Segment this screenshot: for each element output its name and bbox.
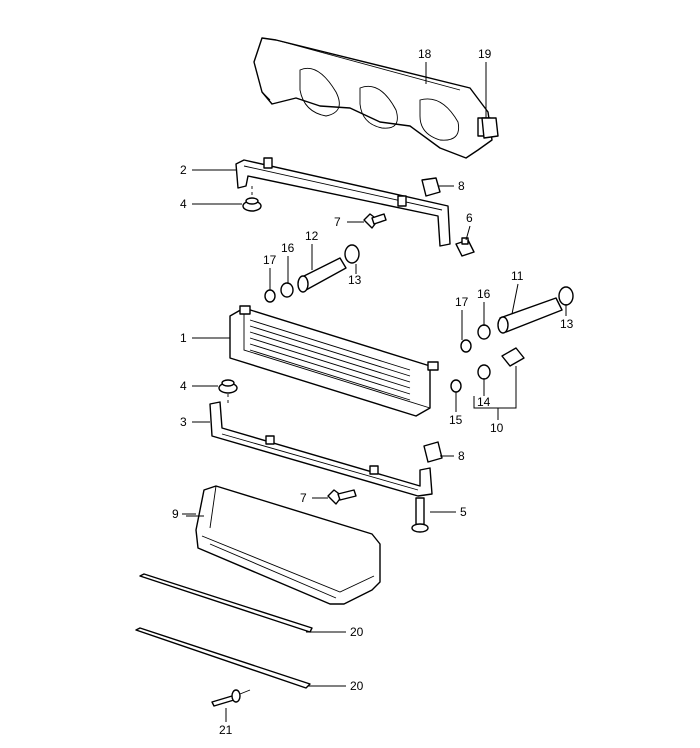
callout-17-upper: 17 (263, 253, 277, 267)
callout-16-right: 16 (477, 287, 491, 301)
callout-4-upper: 4 (180, 197, 187, 211)
part-4-rubber-lower (218, 379, 238, 394)
part-9-air-duct (195, 485, 381, 605)
callout-16-upper: 16 (281, 241, 295, 255)
part-8-clip-upper (421, 177, 441, 197)
callout-6: 6 (466, 211, 473, 225)
part-16-seal-right (477, 324, 491, 340)
callout-11: 11 (511, 269, 524, 283)
callout-7-upper: 7 (334, 215, 341, 229)
callout-7-lower: 7 (300, 491, 307, 505)
leader-lines (182, 62, 567, 722)
part-1-cooler (229, 305, 439, 417)
part-6-nut-clip (455, 237, 475, 257)
part-19-clip (481, 117, 499, 139)
part-16-seal-upper (280, 282, 294, 298)
part-13-clamp-upper (344, 244, 360, 264)
part-20-strip-upper (139, 573, 313, 633)
callout-5: 5 (460, 505, 467, 519)
callout-14: 14 (477, 395, 491, 409)
callout-17-right: 17 (455, 295, 469, 309)
callout-9: 9 (172, 507, 179, 521)
part-17-oring-right (460, 339, 472, 353)
callout-15: 15 (449, 413, 463, 427)
callout-18: 18 (418, 47, 432, 61)
part-8-clip-lower (423, 441, 443, 463)
part-7-bolt-lower (327, 489, 357, 505)
part-17-oring-upper (264, 289, 276, 303)
callout-13-upper: 13 (348, 273, 362, 287)
part-11-hose-right (497, 297, 563, 334)
part-20-strip-lower (135, 627, 311, 689)
callout-4-lower: 4 (180, 379, 187, 393)
callout-8-upper: 8 (458, 179, 465, 193)
callout-10: 10 (490, 421, 504, 435)
callout-20-upper: 20 (350, 625, 364, 639)
part-21-rivet (211, 689, 251, 707)
callout-2: 2 (180, 163, 187, 177)
part-2-upper-bracket (235, 157, 451, 247)
part-13-clamp-right (558, 286, 574, 306)
callout-21: 21 (219, 723, 233, 737)
part-14-fitting (477, 347, 525, 380)
callout-20-lower: 20 (350, 679, 364, 693)
part-18-air-shroud (253, 37, 493, 159)
part-4-nut-upper (242, 197, 262, 212)
callout-labels: 2 4 1 4 3 9 7 5 8 8 7 6 18 19 17 16 12 1… (172, 47, 574, 737)
part-7-bolt-upper (363, 213, 387, 229)
callout-13-right: 13 (560, 317, 574, 331)
callout-1: 1 (180, 331, 187, 345)
part-12-hose-upper (297, 257, 347, 293)
callout-3: 3 (180, 415, 187, 429)
part-5-bolt (411, 497, 429, 533)
part-3-lower-bracket (209, 401, 433, 497)
callout-19: 19 (478, 47, 492, 61)
callout-12: 12 (305, 229, 319, 243)
part-15-oring (450, 379, 462, 393)
callout-8-lower: 8 (458, 449, 465, 463)
